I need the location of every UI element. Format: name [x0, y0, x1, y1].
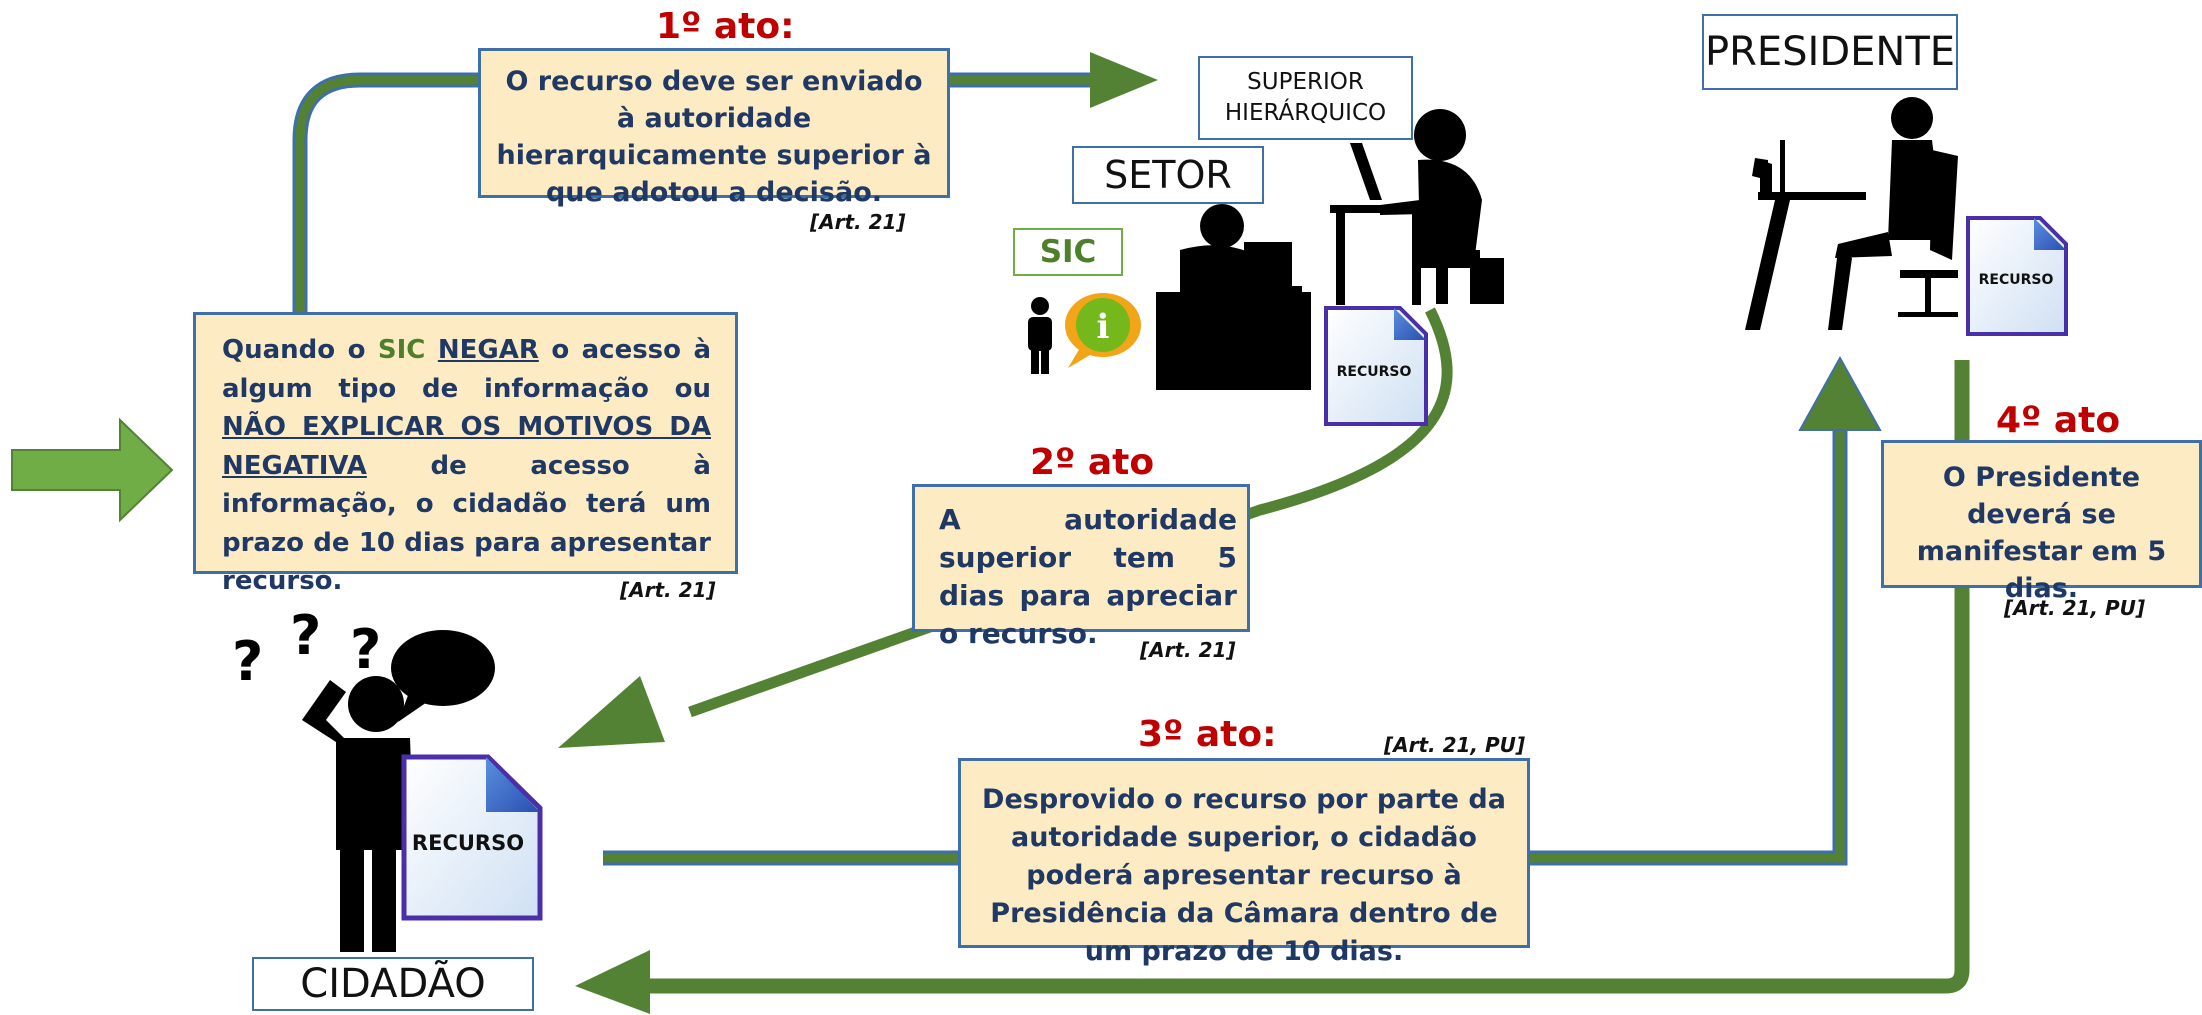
- document-icon: RECURSO: [401, 754, 543, 921]
- act-4-title: 4º ato: [1996, 400, 2121, 441]
- label-setor: SETOR: [1072, 146, 1264, 204]
- act-1-title: 1º ato:: [656, 6, 795, 47]
- act-3-title: 3º ato:: [1138, 714, 1277, 755]
- intro-negar: NEGAR: [437, 335, 539, 365]
- label-sic: SIC: [1013, 228, 1123, 276]
- document-label: RECURSO: [412, 831, 524, 855]
- act-2-text: A autoridade superior tem 5 dias para ap…: [939, 503, 1237, 650]
- question-mark-3: ?: [350, 618, 381, 681]
- document-label: RECURSO: [1979, 272, 2054, 288]
- info-glyph: i: [1097, 307, 1110, 347]
- act-1-ref: [Art. 21]: [810, 210, 906, 234]
- act-4-text: O Presidente deverá se manifestar em 5 d…: [1916, 462, 2167, 604]
- intro-box: Quando o SIC NEGAR o acesso à algum tipo…: [193, 312, 738, 596]
- citizen-icon: [302, 676, 414, 952]
- question-mark-2: ?: [290, 604, 321, 667]
- info-icon: i: [1065, 293, 1141, 368]
- act-1-text: O recurso deve ser enviado à autoridade …: [496, 66, 932, 208]
- act-3-box: Desprovido o recurso por parte da autori…: [958, 758, 1530, 967]
- intro-nao-explicar: NÃO EXPLICAR OS MOTIVOS DA NEGATIVA: [222, 412, 711, 481]
- act-1-box: O recurso deve ser enviado à autoridade …: [478, 48, 950, 208]
- desk-worker-icon: [1156, 204, 1311, 390]
- act-2-ref: [Art. 21]: [1140, 638, 1236, 662]
- speech-bubble-icon: [391, 630, 495, 722]
- document-label: RECURSO: [1337, 364, 1412, 380]
- act-4-box: O Presidente deverá se manifestar em 5 d…: [1881, 440, 2202, 604]
- president-icon: [1745, 97, 1958, 330]
- intro-ref: [Art. 21]: [620, 578, 716, 602]
- arrow-act-4: [575, 360, 1970, 1014]
- intro-text-1: Quando o: [222, 335, 366, 365]
- arrow-act-1: [292, 52, 1158, 312]
- intro-text-3: de acesso à informação, o cidadão terá u…: [222, 450, 711, 597]
- laptop-worker-icon: [1330, 109, 1504, 305]
- act-2-box: A autoridade superior tem 5 dias para ap…: [912, 484, 1250, 650]
- act-3-text: Desprovido o recurso por parte da autori…: [982, 784, 1506, 967]
- label-superior: SUPERIOR HIERÁRQUICO: [1198, 56, 1413, 140]
- label-presidente: PRESIDENTE: [1702, 14, 1958, 90]
- document-icon: RECURSO: [1324, 306, 1428, 426]
- intro-sic: SIC: [377, 335, 426, 365]
- act-2-title: 2º ato: [1030, 442, 1155, 483]
- document-icon: RECURSO: [1966, 216, 2068, 336]
- question-mark-1: ?: [232, 630, 263, 693]
- entry-arrow: [11, 417, 174, 523]
- arrow-act-2: [558, 307, 1453, 748]
- person-icon: [1028, 297, 1052, 374]
- act-3-ref: [Art. 21, PU]: [1384, 733, 1526, 757]
- intro-text-2: o acesso à algum tipo de informação ou: [222, 335, 712, 404]
- act-4-ref: [Art. 21, PU]: [2004, 596, 2146, 620]
- label-cidadao: CIDADÃO: [252, 957, 534, 1011]
